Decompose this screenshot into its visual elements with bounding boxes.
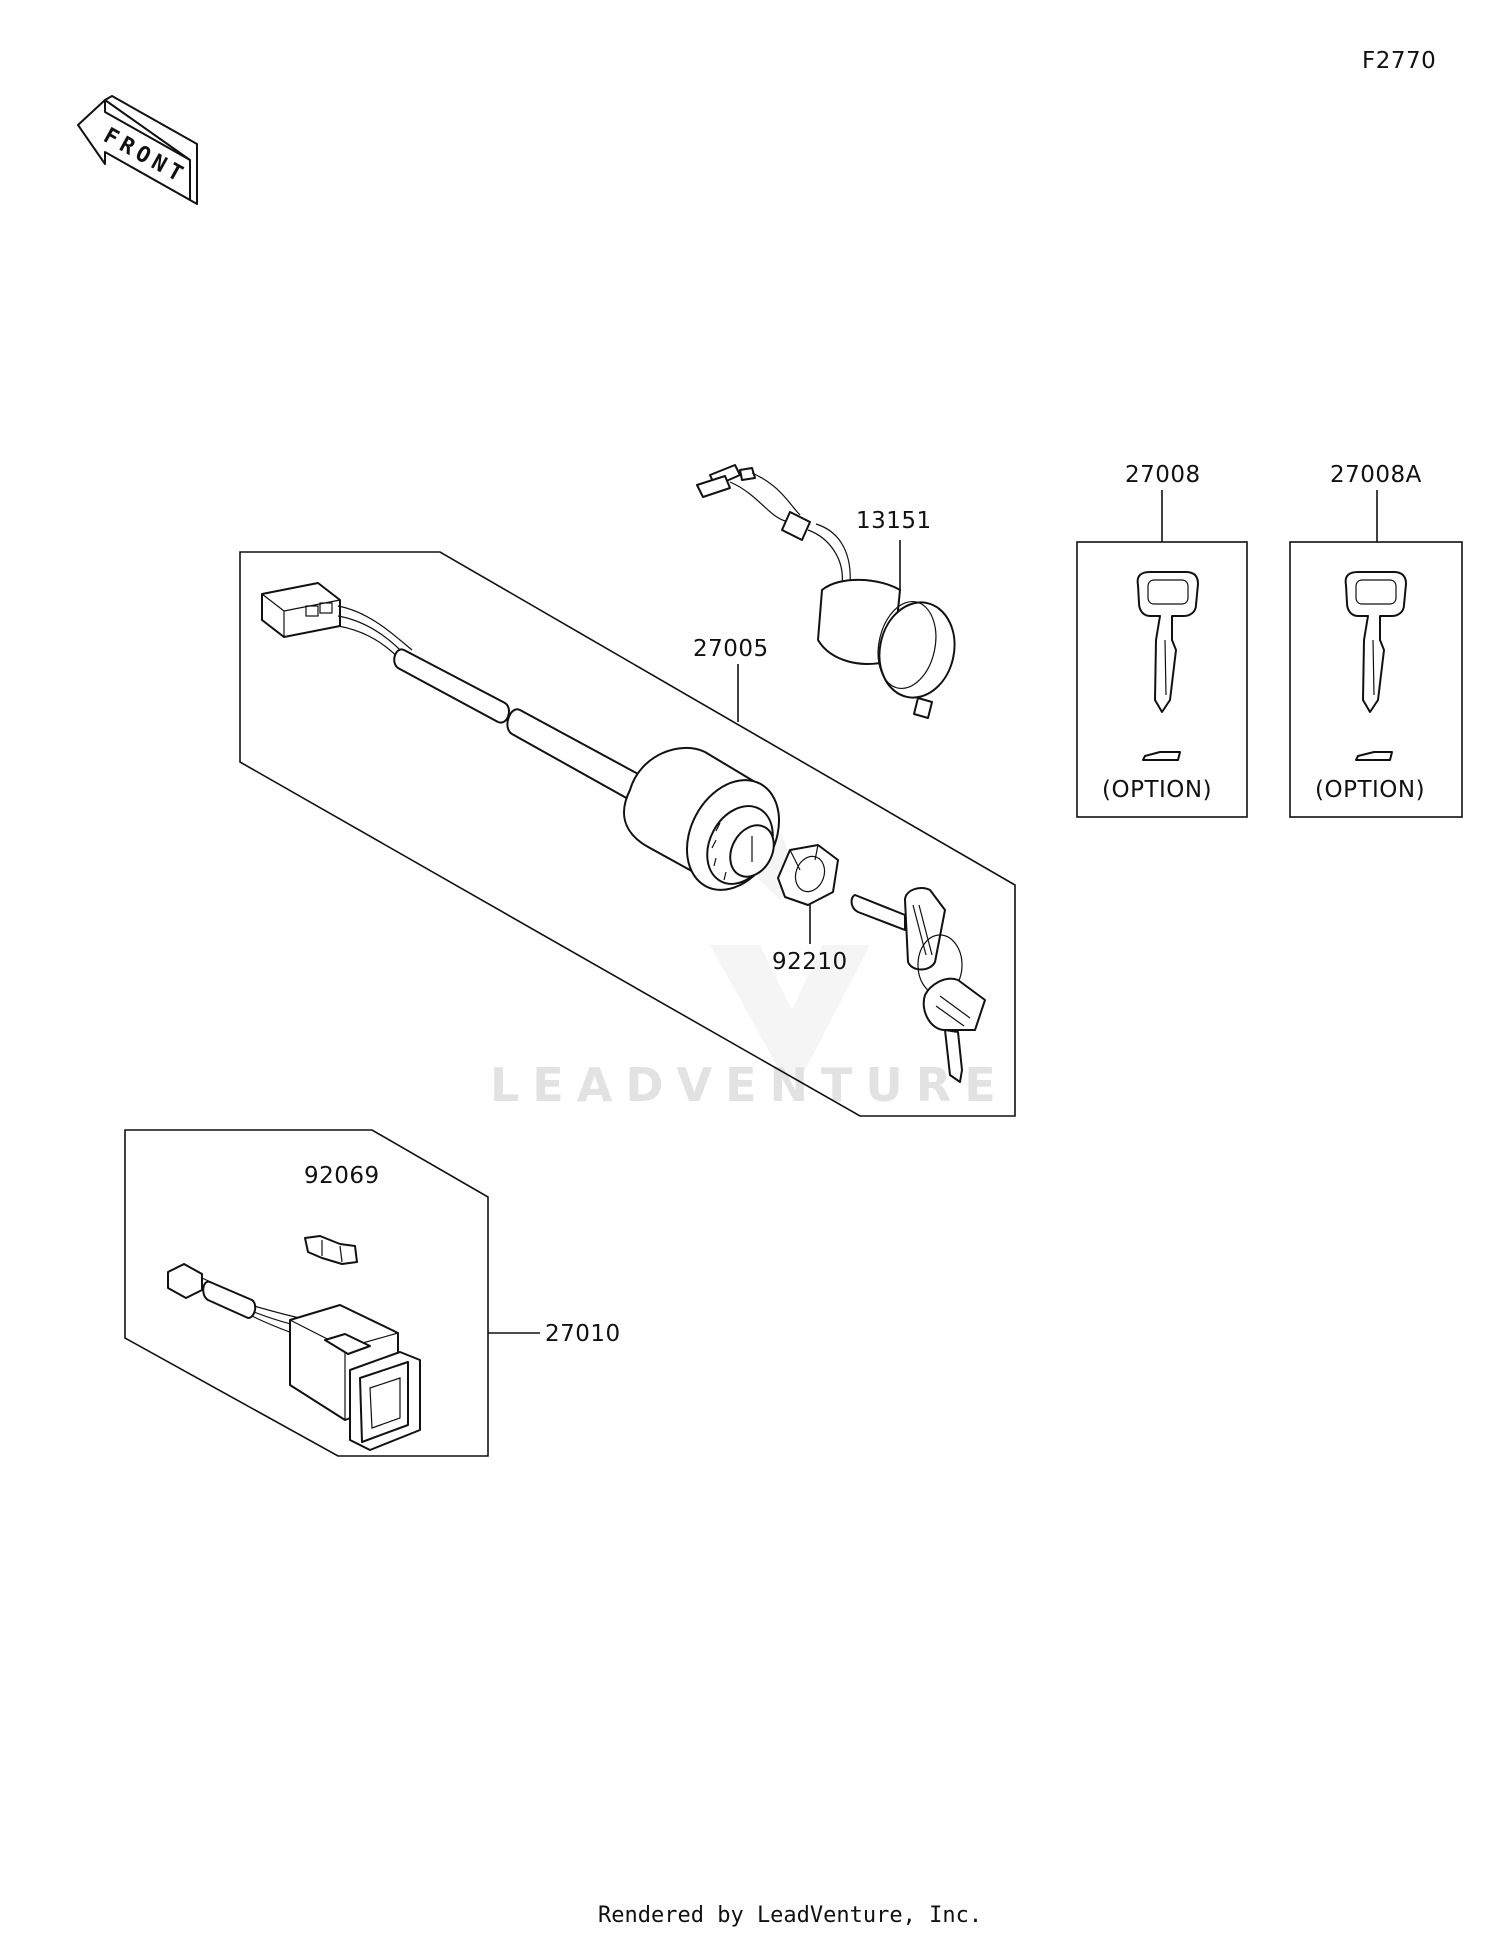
part-label-27008: 27008 — [1125, 462, 1201, 488]
nut-92210 — [777, 844, 839, 906]
watermark: LEADVENTURE — [490, 810, 1009, 1112]
part-label-27010: 27010 — [545, 1321, 621, 1347]
part-label-92210: 92210 — [772, 949, 848, 975]
watermark-text: LEADVENTURE — [490, 1058, 1009, 1112]
option-label-27008a: (OPTION) — [1315, 777, 1425, 803]
switch-27010 — [167, 1263, 421, 1451]
figure-code: F2770 — [1362, 48, 1436, 74]
footer-credit: Rendered by LeadVenture, Inc. — [598, 1903, 982, 1928]
option-key-27008a: 27008A (OPTION) — [1289, 462, 1463, 818]
part-label-92069: 92069 — [304, 1163, 380, 1189]
part-label-27005: 27005 — [693, 636, 769, 662]
ignition-switch-body — [623, 747, 781, 891]
ignition-switch-harness — [261, 582, 641, 801]
key-set — [850, 887, 986, 1083]
kit-outline-27010 — [124, 1129, 489, 1457]
socket-13151 — [696, 464, 956, 719]
part-label-13151: 13151 — [856, 508, 932, 534]
part-label-27008a: 27008A — [1330, 462, 1422, 488]
option-label-27008: (OPTION) — [1102, 777, 1212, 803]
option-key-27008: 27008 (OPTION) — [1076, 462, 1248, 818]
front-direction-arrow-icon: FRONT — [77, 95, 198, 205]
bulb-92069 — [304, 1235, 358, 1265]
kit-outline-27005 — [239, 551, 1016, 1117]
option-box-27008a — [1289, 541, 1463, 818]
